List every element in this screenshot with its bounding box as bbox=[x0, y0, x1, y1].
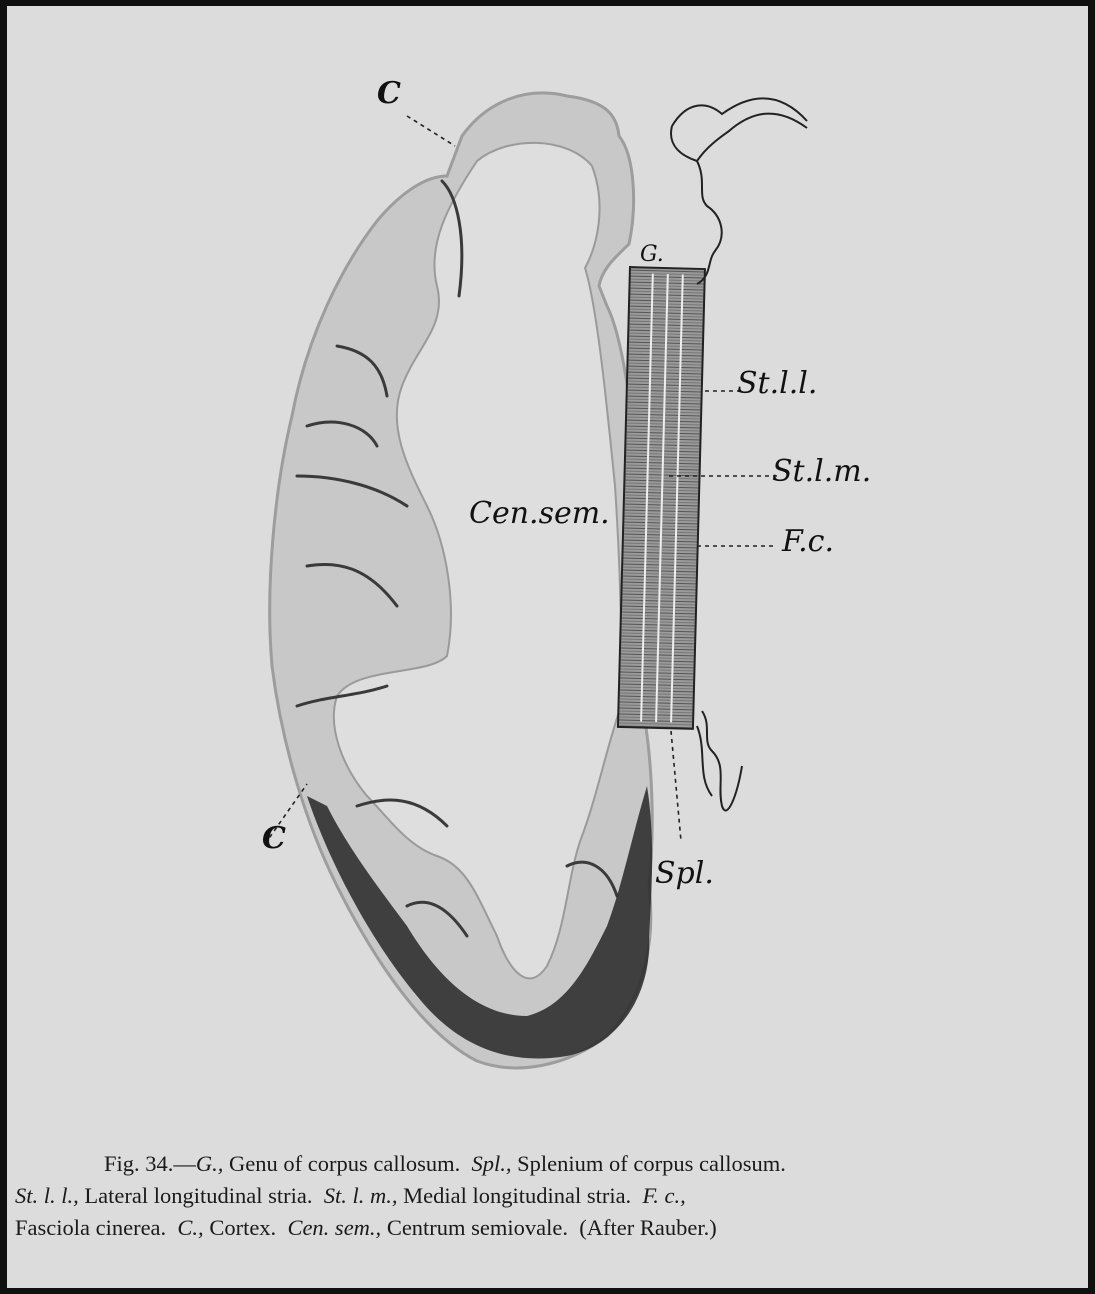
label-c-top: C bbox=[377, 76, 401, 111]
label-genu: G. bbox=[640, 242, 664, 267]
brain-section-illustration: C G. St.l.l. St.l.m. F.c. Cen.sem. C Spl… bbox=[7, 6, 1088, 1126]
page: C G. St.l.l. St.l.m. F.c. Cen.sem. C Spl… bbox=[7, 6, 1088, 1288]
label-st-l-l: St.l.l. bbox=[737, 366, 817, 401]
label-cen-sem: Cen.sem. bbox=[469, 496, 610, 531]
label-c-left: C bbox=[262, 821, 286, 856]
caption-fig-number: Fig. 34.— bbox=[104, 1151, 196, 1176]
caption-spl-abbr: Spl., bbox=[471, 1151, 511, 1176]
genu-outline bbox=[671, 98, 807, 284]
fasciola-outline bbox=[697, 711, 742, 810]
caption-line-3: Fasciola cinerea. C., Cortex. Cen. sem.,… bbox=[15, 1212, 717, 1244]
caption-g-abbr: G., bbox=[196, 1151, 224, 1176]
label-f-c: F.c. bbox=[782, 524, 834, 559]
label-st-l-m: St.l.m. bbox=[772, 454, 871, 489]
caption-stll-text: Lateral longitudinal stria. bbox=[79, 1183, 324, 1208]
label-spl: Spl. bbox=[655, 856, 714, 891]
caption-attribution: (After Rauber.) bbox=[579, 1215, 716, 1240]
caption-line-1: Fig. 34.—G., Genu of corpus callosum. Sp… bbox=[104, 1148, 786, 1180]
caption-c-abbr: C., bbox=[177, 1215, 203, 1240]
brain-section-drawing bbox=[7, 6, 1088, 1126]
caption-stlm-abbr: St. l. m., bbox=[324, 1183, 398, 1208]
caption-line-2: St. l. l., Lateral longitudinal stria. S… bbox=[15, 1180, 686, 1212]
caption-spl-text: Splenium of corpus callosum. bbox=[511, 1151, 785, 1176]
caption-c-text: Cortex. bbox=[204, 1215, 288, 1240]
caption-cen-abbr: Cen. sem., bbox=[287, 1215, 381, 1240]
caption-cen-text: Centrum semiovale. bbox=[381, 1215, 579, 1240]
caption-stll-abbr: St. l. l., bbox=[15, 1183, 79, 1208]
caption-fc-text: Fasciola cinerea. bbox=[15, 1215, 177, 1240]
caption-stlm-text: Medial longitudinal stria. bbox=[397, 1183, 642, 1208]
caption-fc-abbr: F. c., bbox=[642, 1183, 685, 1208]
caption-g-text: Genu of corpus callosum. bbox=[223, 1151, 471, 1176]
